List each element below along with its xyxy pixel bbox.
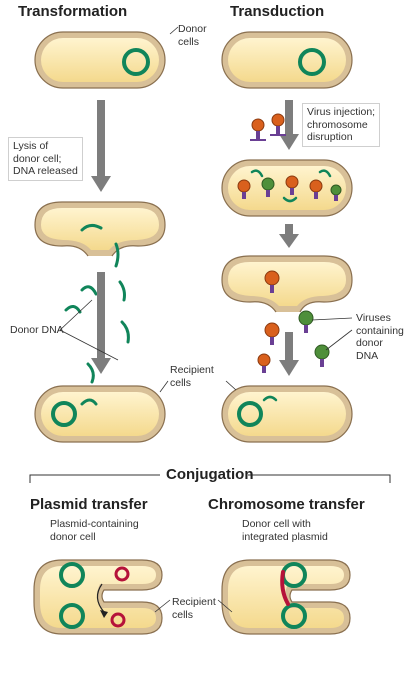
chromosome-icon <box>298 48 326 76</box>
label-donor-cells: Donor cells <box>178 23 207 48</box>
plasmid-transfer-cells <box>33 559 163 635</box>
dna-fragment <box>250 169 264 178</box>
virus-icon <box>314 344 330 367</box>
dna-fragment <box>118 280 126 302</box>
virus-icon <box>250 118 266 141</box>
transfer-arrow <box>96 583 105 613</box>
label-donor-integrated-plasmid: Donor cell with integrated plasmid <box>242 518 328 543</box>
virus-icon <box>309 179 323 199</box>
integrated-plasmid <box>280 570 290 606</box>
title-transduction: Transduction <box>230 3 325 20</box>
arrow-transduction-infection-recipient <box>279 332 299 376</box>
arrow-transduction-infection <box>279 100 299 150</box>
plasmid-icon <box>114 566 130 582</box>
dna-fragment <box>120 320 130 344</box>
label-recipient-cells-top: Recipient cells <box>170 364 214 389</box>
chromosome-icon <box>122 48 150 76</box>
title-transformation: Transformation <box>18 3 128 20</box>
title-conjugation: Conjugation <box>166 466 254 483</box>
chromosome-icon <box>237 401 263 427</box>
chromosome-transfer-cells <box>221 559 351 635</box>
dna-fragment <box>282 196 298 203</box>
dna-fragment <box>80 398 98 406</box>
donor-dna-fragments <box>64 223 130 384</box>
dna-fragment <box>114 242 120 268</box>
dna-fragment <box>80 285 98 296</box>
dna-fragment <box>80 223 103 232</box>
leader-lines-bottom <box>154 599 233 613</box>
dna-fragment <box>64 305 82 314</box>
label-virus-injection: Virus injection; chromosome disruption <box>302 103 381 147</box>
arrow-transformation-uptake <box>91 272 111 374</box>
transduction-donor-cell <box>221 31 353 89</box>
dna-fragment <box>318 169 332 178</box>
virus-icon <box>298 310 314 333</box>
conjugation-bracket <box>29 474 391 483</box>
virus-icon <box>270 113 286 136</box>
lysed-infected-cell <box>221 255 353 373</box>
dna-fragment <box>262 395 278 402</box>
label-viruses-containing-donor-dna: Viruses containing donor DNA <box>356 312 404 362</box>
plasmid-icon <box>110 612 126 628</box>
dna-fragment <box>86 362 95 384</box>
virus-icon <box>330 184 342 201</box>
virus-icon <box>237 179 251 199</box>
chromosome-icon <box>59 603 85 629</box>
transduction-recipient-cell <box>221 385 353 443</box>
label-recipient-cells-bottom: Recipient cells <box>172 596 216 621</box>
infecting-viruses <box>250 113 286 141</box>
title-chromosome-transfer: Chromosome transfer <box>208 496 365 513</box>
virus-icon <box>264 322 280 345</box>
virus-icon <box>261 177 275 197</box>
label-donor-dna: Donor DNA <box>10 324 64 336</box>
infected-cell <box>221 159 353 217</box>
arrow-transduction-lysis <box>279 224 299 248</box>
title-plasmid-transfer: Plasmid transfer <box>30 496 148 513</box>
transformation-recipient-cell <box>34 385 166 443</box>
virus-icon <box>285 175 299 195</box>
arrow-transformation-lysis <box>91 100 111 192</box>
transformation-donor-cell <box>34 31 166 89</box>
chromosome-icon <box>59 562 85 588</box>
chromosome-icon <box>51 401 77 427</box>
virus-icon <box>257 353 271 373</box>
chromosome-icon <box>281 603 307 629</box>
label-lysis: Lysis of donor cell; DNA released <box>8 137 83 181</box>
label-plasmid-containing-donor: Plasmid-containing donor cell <box>50 518 139 543</box>
leader-lines <box>59 26 353 393</box>
virus-icon <box>264 270 280 293</box>
